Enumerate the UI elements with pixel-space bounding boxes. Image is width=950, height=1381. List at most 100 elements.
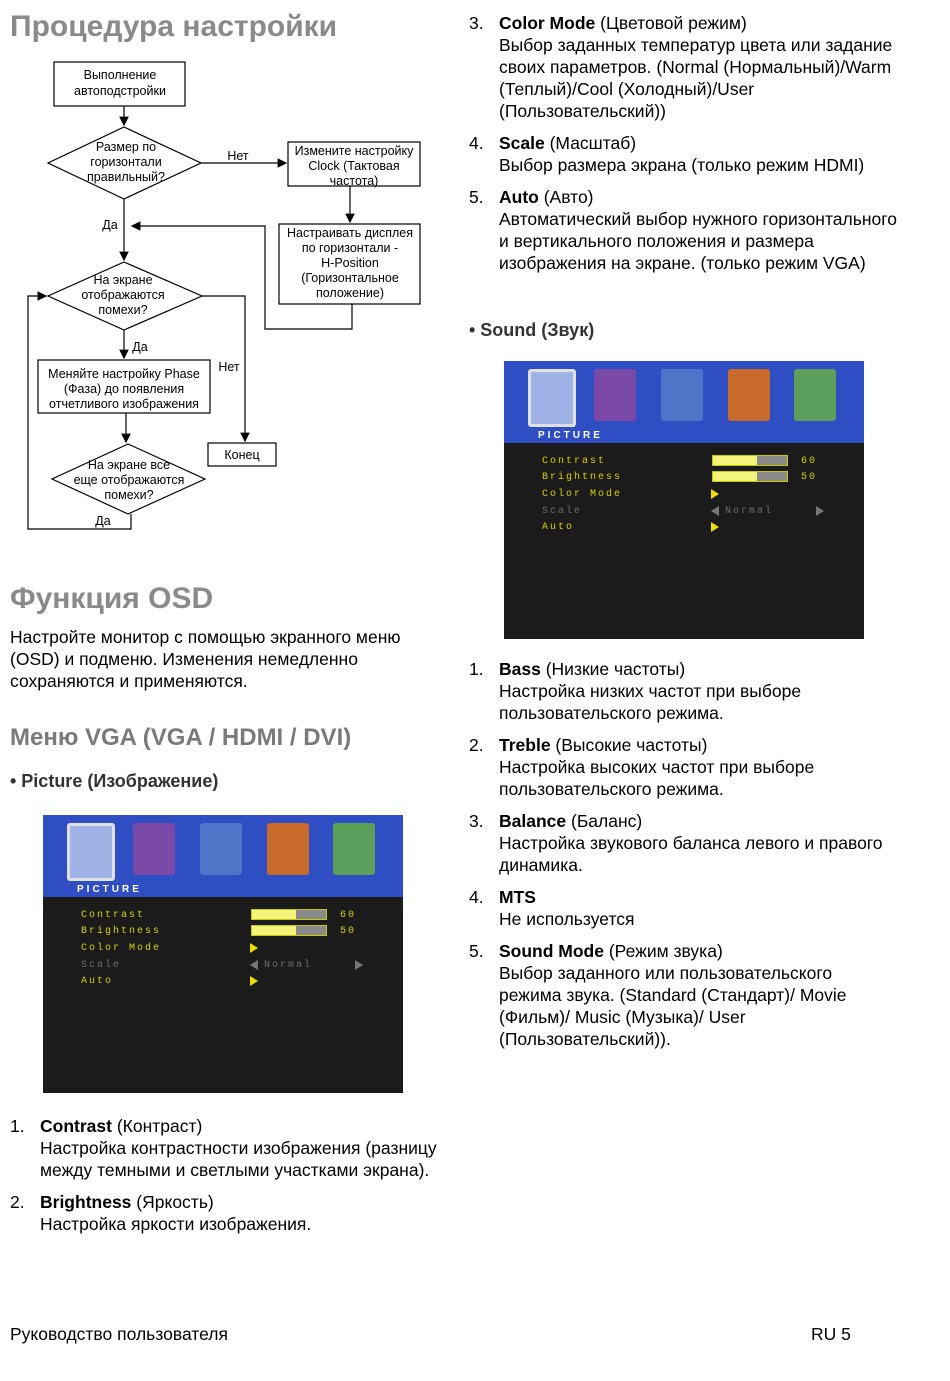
osd-brightness-label: Brightness bbox=[542, 472, 623, 483]
osd-scale-right-arrow-icon bbox=[816, 506, 824, 516]
flow-box3-line2: по горизонтали - bbox=[302, 241, 398, 255]
osd-brightness-label: Brightness bbox=[81, 926, 162, 937]
osd-scale-label: Scale bbox=[542, 506, 583, 517]
osd-scale-left-arrow-icon bbox=[711, 506, 719, 516]
picture-list-right: 3. Color Mode (Цветовой режим) Выбор зад… bbox=[469, 12, 899, 284]
flow-box2-line2: Clock (Тактовая bbox=[308, 159, 399, 173]
osd-header: PICTURE bbox=[538, 430, 603, 441]
flow-d1-line2: горизонтали bbox=[90, 155, 161, 169]
flow-box4-line2: (Фаза) до появления bbox=[64, 382, 184, 396]
monitor-icon bbox=[794, 369, 836, 421]
picture-icon bbox=[528, 369, 576, 427]
flow-d2-line1: На экране bbox=[93, 273, 152, 287]
osd-contrast-label: Contrast bbox=[81, 910, 146, 921]
flow-box4-line3: отчетливого изображения bbox=[49, 397, 199, 411]
sound-icon bbox=[594, 369, 636, 421]
flow-d2-line3: помехи? bbox=[98, 303, 147, 317]
osd-sound-screenshot: PICTURE Contrast 60 Brightness 50 Color … bbox=[504, 361, 864, 639]
list-item: 3. Color Mode (Цветовой режим) Выбор зад… bbox=[469, 13, 893, 121]
flow-d3-line2: еще отображаются bbox=[74, 473, 185, 487]
list-item: 5. Sound Mode (Режим звука) Выбор заданн… bbox=[469, 941, 847, 1049]
osd-contrast-bar bbox=[251, 909, 327, 920]
flow-d1-line1: Размер по bbox=[96, 140, 156, 154]
flow-yes1-label: Да bbox=[102, 218, 117, 232]
osd-contrast-value: 60 bbox=[340, 910, 357, 921]
flow-no1-label: Нет bbox=[227, 149, 249, 163]
osd-auto-arrow-icon bbox=[711, 522, 719, 532]
osd-title: Функция OSD bbox=[10, 582, 214, 615]
list-item: 3. Balance (Баланс) Настройка звукового … bbox=[469, 811, 883, 875]
magnifier-icon bbox=[200, 823, 242, 875]
flow-box2-line1: Измените настройку bbox=[295, 144, 414, 158]
osd-brightness-bar bbox=[251, 925, 327, 936]
picture-bullet: • Picture (Изображение) bbox=[10, 771, 219, 791]
flow-box3-line3: H-Position bbox=[321, 256, 379, 270]
flow-box2-line3: частота) bbox=[330, 174, 379, 188]
picture-icon bbox=[67, 823, 115, 881]
osd-brightness-value: 50 bbox=[340, 926, 357, 937]
list-item: 1. Contrast (Контраст) Настройка контрас… bbox=[10, 1116, 437, 1180]
setup-title: Процедура настройки bbox=[10, 10, 338, 43]
flow-d3-line3: помехи? bbox=[104, 488, 153, 502]
flow-d2-line2: отображаются bbox=[81, 288, 164, 302]
osd-scale-option: Normal bbox=[264, 960, 313, 971]
sound-list: 1. Bass (Низкие частоты) Настройка низки… bbox=[469, 658, 899, 1060]
flow-box1-line1: Выполнение bbox=[84, 68, 157, 82]
list-item: 4. Scale (Масштаб) Выбор размера экрана … bbox=[469, 133, 865, 175]
flow-d3-line1: На экране все bbox=[88, 458, 170, 472]
osd-contrast-bar bbox=[712, 455, 788, 466]
flow-box-phase bbox=[37, 359, 211, 414]
flow-d1-line3: правильный? bbox=[87, 170, 165, 184]
vga-menu-title: Меню VGA (VGA / HDMI / DVI) bbox=[10, 724, 352, 751]
osd-brightness-value: 50 bbox=[801, 472, 818, 483]
osd-picture-screenshot: PICTURE Contrast 60 Brightness 50 Color … bbox=[43, 815, 403, 1093]
osd-scale-option: Normal bbox=[725, 506, 774, 517]
flow-box3-line1: Настраивать дисплея bbox=[287, 226, 413, 240]
flow-box3-line5: положение) bbox=[316, 286, 384, 300]
osd-icon-bar bbox=[43, 815, 403, 885]
osd-scale-label: Scale bbox=[81, 960, 122, 971]
magnifier-icon bbox=[661, 369, 703, 421]
osd-icon-bar bbox=[504, 361, 864, 431]
osd-brightness-bar bbox=[712, 471, 788, 482]
osd-auto-label: Auto bbox=[542, 522, 575, 533]
picture-list-left: 1. Contrast (Контраст) Настройка контрас… bbox=[10, 1115, 440, 1245]
flow-box-hposition bbox=[278, 223, 421, 305]
osd-colormode-arrow-icon bbox=[711, 489, 719, 499]
flow-yes2-label: Да bbox=[132, 340, 147, 354]
osd-contrast-value: 60 bbox=[801, 456, 818, 467]
sound-icon bbox=[133, 823, 175, 875]
flow-end-label: Конец bbox=[224, 448, 259, 462]
flow-box4-line1: Меняйте настройку Phase bbox=[48, 367, 200, 381]
list-item: 4. MTS Не используется bbox=[469, 887, 635, 929]
list-item: 1. Bass (Низкие частоты) Настройка низки… bbox=[469, 659, 802, 723]
osd-header: PICTURE bbox=[77, 884, 142, 895]
monitor-icon bbox=[333, 823, 375, 875]
list-item: 2. Brightness (Яркость) Настройка яркост… bbox=[10, 1192, 312, 1234]
tools-icon bbox=[728, 369, 770, 421]
flow-no2-label: Нет bbox=[218, 360, 240, 374]
osd-colormode-label: Color Mode bbox=[81, 943, 162, 954]
osd-auto-arrow-icon bbox=[250, 976, 258, 986]
flow-box-autoadjust bbox=[53, 61, 186, 107]
list-item: 5. Auto (Авто) Автоматический выбор нужн… bbox=[469, 187, 897, 273]
osd-auto-label: Auto bbox=[81, 976, 114, 987]
flow-box-clock bbox=[287, 141, 421, 187]
osd-contrast-label: Contrast bbox=[542, 456, 607, 467]
list-item: 2. Treble (Высокие частоты) Настройка вы… bbox=[469, 735, 815, 799]
osd-colormode-label: Color Mode bbox=[542, 489, 623, 500]
footer-left: Руководство пользователя bbox=[10, 1324, 228, 1344]
flow-box1-line2: автоподстройки bbox=[74, 84, 166, 98]
osd-scale-left-arrow-icon bbox=[250, 960, 258, 970]
tools-icon bbox=[267, 823, 309, 875]
setup-flowchart: Выполнение автоподстройки Размер по гори… bbox=[27, 61, 421, 530]
osd-scale-right-arrow-icon bbox=[355, 960, 363, 970]
osd-intro: Настройте монитор с помощью экранного ме… bbox=[10, 627, 401, 691]
sound-bullet: • Sound (Звук) bbox=[469, 320, 595, 340]
flow-box-end bbox=[207, 442, 277, 467]
osd-colormode-arrow-icon bbox=[250, 943, 258, 953]
flow-box3-line4: (Горизонтальное bbox=[301, 271, 399, 285]
footer-page-number: RU 5 bbox=[811, 1324, 851, 1344]
flow-yes3-label: Да bbox=[95, 514, 110, 528]
flow-decision-noise-still bbox=[50, 443, 207, 515]
